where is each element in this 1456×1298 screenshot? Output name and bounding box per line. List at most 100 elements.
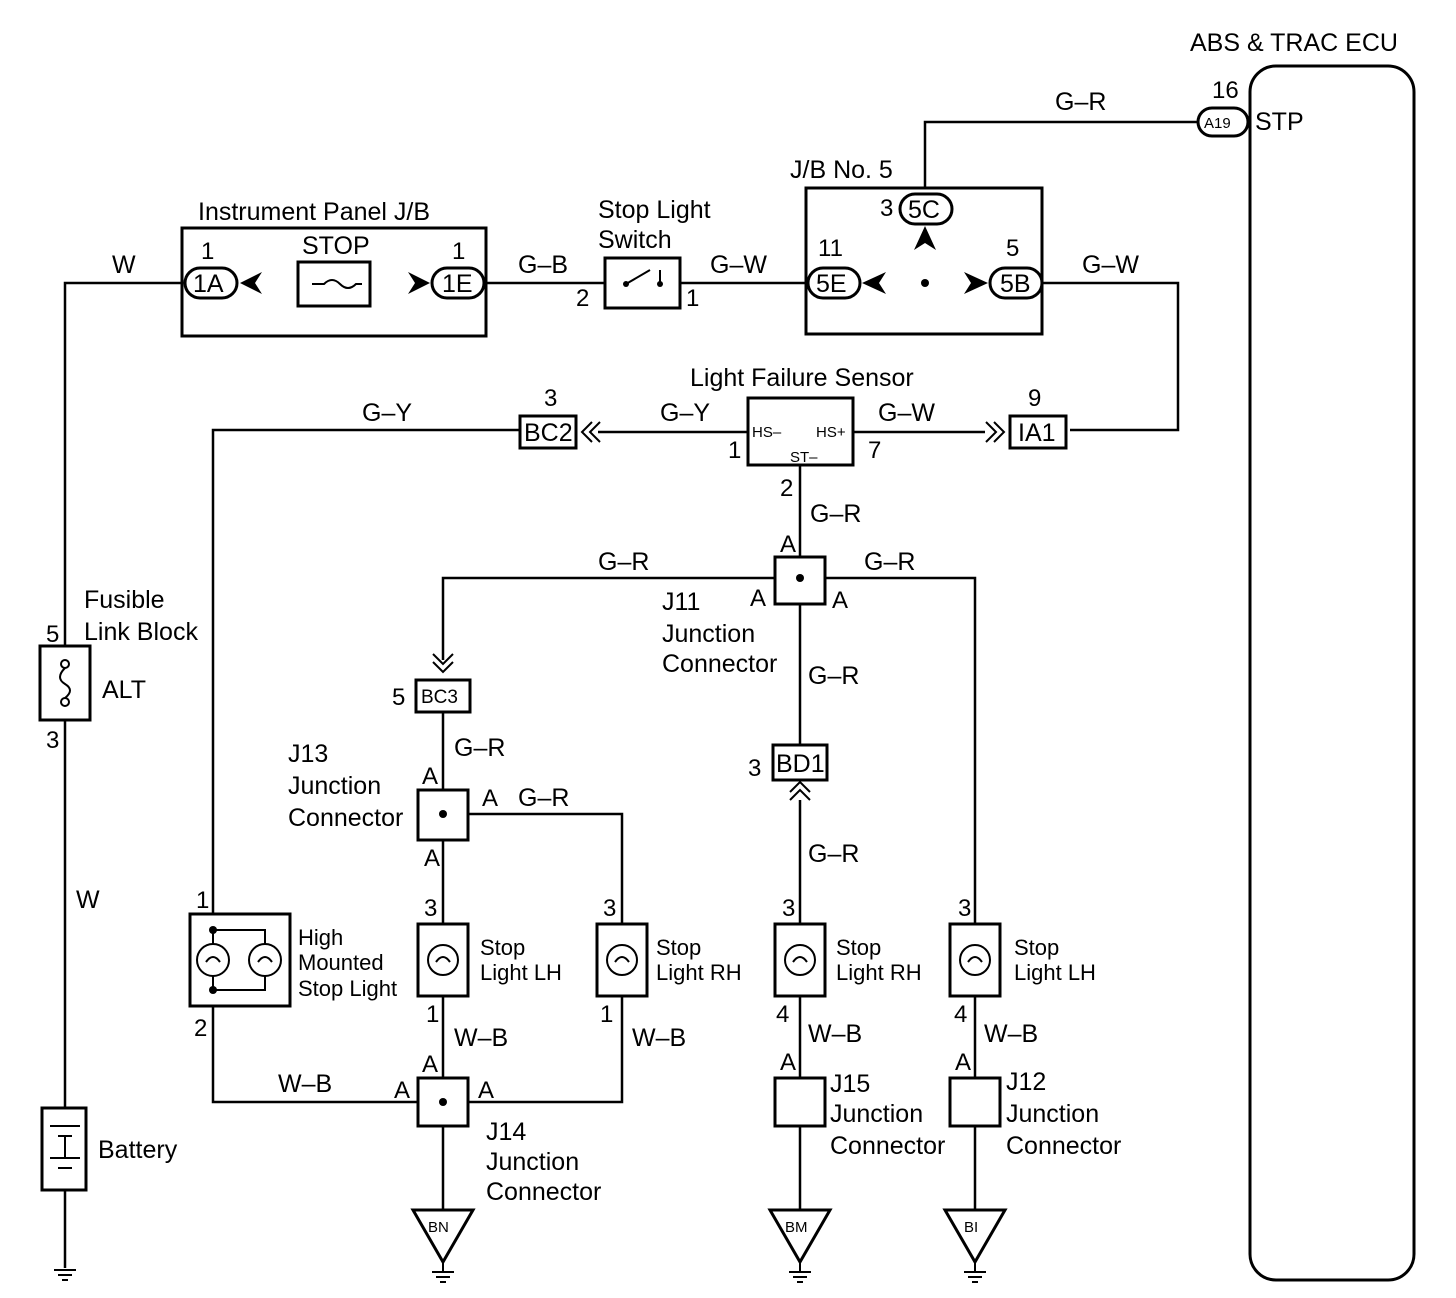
lamp-lh2-line2: Light LH	[1014, 960, 1096, 985]
stop-light-switch: Stop Light Switch 2 1 G–W	[576, 196, 767, 312]
connector-bc3: 5 BC3 G–R	[392, 653, 505, 762]
jb-no5: J/B No. 5 3 5C 11 5E 5 5B G–W	[790, 156, 1139, 336]
wire-ecu-feed	[923, 120, 1198, 188]
sensor-box	[746, 396, 855, 467]
j13-a-right: A	[482, 785, 498, 812]
j15-junction-connector: A J15 Junction Connector	[773, 1049, 945, 1160]
jb-title: Instrument Panel J/B	[198, 198, 430, 226]
stop-light-rh-right: 3 4 Stop Light RH W–B	[773, 895, 922, 1048]
jb5-pin-top: 3	[880, 195, 893, 222]
j13-a-bottom: A	[424, 845, 440, 872]
ground-icon	[432, 1262, 454, 1283]
wire-label-j11-left: G–R	[598, 548, 649, 576]
jb5-title: J/B No. 5	[790, 156, 893, 184]
ground-triangle-icon	[942, 1208, 1008, 1266]
wire-label-hs-plus: G–W	[878, 399, 935, 427]
light-failure-sensor: Light Failure Sensor HS– HS+ ST– 1 7 2 G…	[660, 364, 935, 528]
bd1-arrow	[789, 780, 811, 801]
j13-line2: Connector	[288, 804, 403, 832]
lamp-lh2-pin-top: 3	[958, 895, 971, 922]
j15-line2: Connector	[830, 1132, 945, 1160]
ground-bm: BM	[767, 1208, 833, 1283]
wire-label-alt-battery: W	[76, 886, 100, 914]
bulb-icon	[959, 944, 991, 976]
wire-high-mount-ground	[211, 990, 418, 1104]
fusible-title-line2: Link Block	[84, 618, 198, 646]
ground-triangle-icon	[767, 1208, 833, 1266]
bd1-pin: 3	[748, 755, 761, 782]
bc3-pin: 5	[392, 684, 405, 711]
ground-bn: BN	[410, 1208, 476, 1283]
connector-ia1: 9 IA1	[985, 385, 1068, 450]
sensor-st-minus: ST–	[790, 449, 818, 466]
stop-light-lh-left: 3 1 Stop Light LH W–B	[416, 895, 562, 1052]
lamp-rh2-line1: Stop	[836, 935, 881, 960]
j13-name: J13	[288, 740, 328, 768]
arrow-5c	[914, 226, 936, 250]
ground-bm-label: BM	[785, 1219, 808, 1236]
connector-bd1: 3 BD1 G–R	[748, 743, 859, 868]
j11-a-right: A	[832, 587, 848, 614]
lamp-rh2-pin-bottom: 4	[776, 1001, 789, 1028]
ia1-arrow	[985, 421, 1006, 443]
lamp-rh1-box	[595, 922, 649, 998]
switch-blade	[625, 269, 661, 285]
connector-1a-label: 1A	[193, 270, 224, 298]
wire-j11-right	[800, 576, 977, 924]
connector-5e-label: 5E	[816, 270, 847, 298]
j15-line1: Junction	[830, 1100, 923, 1128]
fuse-symbol	[312, 279, 362, 289]
wire-label-switch-in: G–B	[518, 251, 568, 279]
arrow-1a	[240, 272, 262, 294]
wire-j13-right	[443, 812, 624, 924]
ecu-title: ABS & TRAC ECU	[1190, 29, 1398, 57]
wire-jb5-out	[1040, 281, 1180, 432]
jb-fuse-label: STOP	[302, 232, 370, 260]
stop-fuse	[296, 260, 372, 308]
j11-line2: Connector	[662, 650, 777, 678]
j12-junction-connector: A J12 Junction Connector	[948, 1049, 1121, 1160]
battery-ground-icon	[54, 1269, 76, 1281]
j11-junction-connector: A A A J11 Junction Connector G–R G–R G–R	[598, 531, 915, 690]
wire-label-j13-right: G–R	[518, 784, 569, 812]
connector-5b-label: 5B	[1000, 270, 1031, 298]
wire-label-jb5-out: G–W	[1082, 251, 1139, 279]
j14-line2: Connector	[486, 1178, 601, 1206]
wire-label-high-mount-feed: G–Y	[362, 399, 412, 427]
switch-pin-in: 2	[576, 285, 589, 312]
filament-icon	[205, 956, 273, 963]
high-mounted-stop-light: 1 2 High Mounted Stop Light	[188, 887, 397, 1042]
fusible-title-line1: Fusible	[84, 586, 165, 614]
j14-a-left: A	[394, 1077, 410, 1104]
high-mount-pin-top: 1	[196, 887, 209, 914]
connector-5e	[806, 266, 862, 300]
wire-high-mount-feed	[211, 428, 520, 930]
fusible-pin-top: 5	[46, 621, 59, 648]
j13-line1: Junction	[288, 772, 381, 800]
wire-label-rh1-ground: W–B	[632, 1024, 686, 1052]
bulb-icon	[784, 944, 816, 976]
stop-light-rh-left: 3 1 Stop Light RH W–B	[595, 895, 742, 1052]
lamp-lh2-pin-bottom: 4	[954, 1001, 967, 1028]
j11-line1: Junction	[662, 620, 755, 648]
jb5-pin-right: 5	[1006, 235, 1019, 262]
stop-light-lh-right: 3 4 Stop Light LH W–B	[948, 895, 1096, 1048]
j14-name: J14	[486, 1118, 526, 1146]
wire-label-lh2-ground: W–B	[984, 1020, 1038, 1048]
wire-label-lh1-ground: W–B	[454, 1024, 508, 1052]
j14-line1: Junction	[486, 1148, 579, 1176]
switch-pin-out: 1	[686, 285, 699, 312]
j14-a-top: A	[422, 1051, 438, 1078]
ground-icon	[789, 1262, 811, 1283]
high-mount-line1: High	[298, 925, 343, 950]
battery-cells	[50, 1125, 80, 1169]
lamp-lh1-pin-top: 3	[424, 895, 437, 922]
j13-box	[416, 788, 470, 842]
jb5-junction-dot	[921, 279, 929, 287]
ground-bi-label: BI	[964, 1219, 978, 1236]
filament-icon	[792, 956, 808, 963]
wire-label-j11-right: G–R	[864, 548, 915, 576]
connector-1e-label: 1E	[442, 270, 473, 298]
lamp-lh1-line1: Stop	[480, 935, 525, 960]
